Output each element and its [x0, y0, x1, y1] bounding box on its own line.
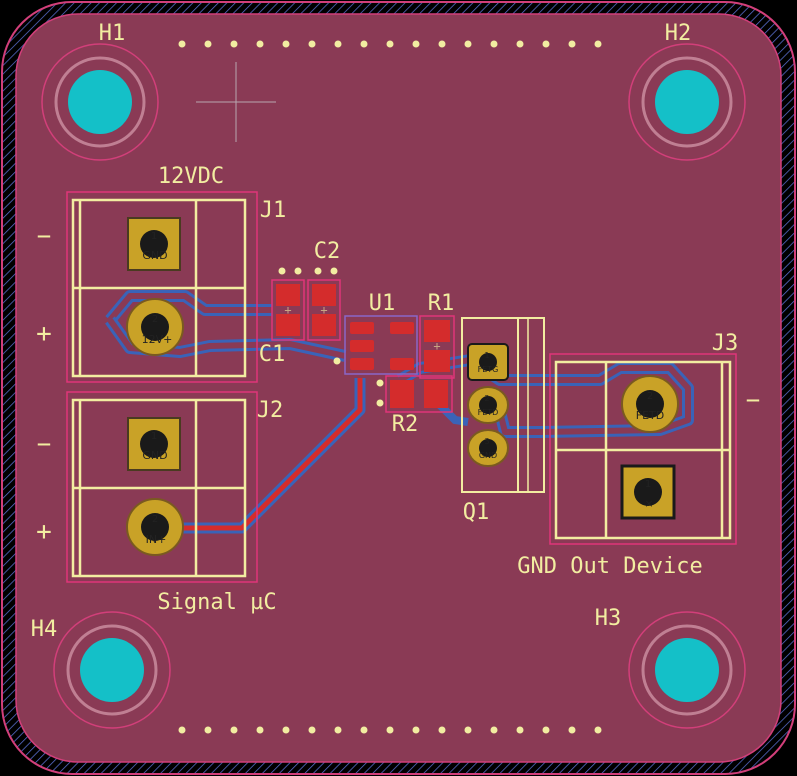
pin-q1-1[interactable]: 1 FETG: [467, 343, 509, 381]
ref-j2: J2: [257, 398, 284, 423]
net-label-q1-2: FETD: [478, 408, 499, 417]
ref-j3: J3: [712, 331, 739, 356]
pad-number-q1-2: 2: [484, 394, 489, 403]
pad-j3-2[interactable]: 2 FETD: [621, 375, 679, 433]
courtyard-j3: [549, 353, 737, 545]
drill-hole-h1: [68, 70, 132, 134]
ref-r1: R1: [428, 291, 455, 316]
drill-hole-h3: [655, 638, 719, 702]
pad-c2-1[interactable]: [276, 284, 300, 306]
drill-hole-h4: [80, 638, 144, 702]
net-label-q1-1: FETG: [478, 365, 499, 374]
via-row-bottom: [178, 726, 602, 734]
mark-plus-c2: +: [284, 303, 291, 317]
ic-u1[interactable]: U1: [333, 291, 418, 407]
capacitor-c2[interactable]: C2 +: [271, 239, 341, 341]
mark-plus-r1: +: [433, 339, 440, 353]
via-row-top: [178, 40, 602, 48]
net-label-j1-1: GND: [142, 249, 167, 262]
mounting-hole-h3[interactable]: H3: [595, 606, 746, 729]
net-label-j2-2: IN+: [146, 533, 167, 546]
capacitor-c1[interactable]: + C1: [259, 279, 341, 367]
pad-r2-2[interactable]: [424, 380, 448, 408]
pad-j1-2[interactable]: 2 12V+: [126, 298, 184, 356]
connector-j2[interactable]: J2 Signal µC − + 1 GND 2 IN+: [36, 391, 284, 615]
mark-plus-c1: +: [320, 303, 327, 317]
pad-j2-1[interactable]: 1 GND: [127, 417, 181, 471]
ref-h1: H1: [99, 21, 126, 46]
value-j3: GND Out Device: [517, 554, 702, 579]
resistor-r2[interactable]: R2: [385, 375, 453, 437]
signal-trace: [170, 378, 366, 534]
ref-r2: R2: [392, 412, 419, 437]
polarity-plus-j2: +: [36, 517, 52, 547]
value-j1: 12VDC: [158, 164, 224, 189]
pad-number-q1-1: 1: [484, 351, 489, 360]
net-label-j3-1: ×: [644, 497, 653, 510]
mounting-hole-h1[interactable]: H1: [41, 21, 159, 161]
net-label-j2-1: GND: [142, 449, 167, 462]
value-j2: Signal µC: [157, 590, 276, 615]
ref-h2: H2: [665, 21, 692, 46]
connector-j3[interactable]: J3 GND Out Device − 2 FETD 1 ×: [517, 331, 760, 579]
polarity-minus-j1: −: [37, 222, 51, 250]
pin-q1-2[interactable]: 2 FETD: [467, 386, 509, 424]
mounting-hole-h4[interactable]: H4: [31, 611, 171, 729]
pad-number-j2-2: 2: [152, 514, 158, 525]
ref-q1: Q1: [463, 500, 490, 525]
ref-h3: H3: [595, 606, 622, 631]
pad-number-j3-1: 1: [645, 479, 651, 490]
pad-c1-2[interactable]: [312, 314, 336, 336]
pad-r2-1[interactable]: [390, 380, 414, 408]
courtyard-j2: [66, 391, 258, 583]
origin-crosshair: [196, 62, 276, 142]
pad-number-j3-2: 2: [647, 391, 653, 402]
pin-q1-3[interactable]: 3 GND: [467, 429, 509, 467]
ref-j1: J1: [260, 198, 287, 223]
pad-c1-1[interactable]: [312, 284, 336, 306]
pad-c2-2[interactable]: [276, 314, 300, 336]
ref-c1: C1: [259, 342, 286, 367]
transistor-q1[interactable]: Q1 1 FETG 2 FETD 3 GND: [461, 317, 545, 525]
pad-number-j2-1: 1: [151, 431, 157, 442]
polarity-minus-j2: −: [37, 430, 51, 458]
pad-number-j1-1: 1: [151, 231, 157, 242]
polarity-minus-j3: −: [746, 386, 760, 414]
pad-r1-1[interactable]: [424, 320, 450, 342]
pad-number-q1-3: 3: [484, 437, 489, 446]
resistor-r1[interactable]: R1 +: [419, 291, 455, 379]
polarity-plus-j1: +: [36, 319, 52, 349]
ref-u1: U1: [369, 291, 396, 316]
pad-j2-2[interactable]: 2 IN+: [126, 498, 184, 556]
connector-j1[interactable]: J1 12VDC − + 1 GND 2 12V+: [36, 164, 287, 383]
net-label-j3-2: FETD: [636, 409, 664, 422]
courtyard-j1: [66, 191, 258, 383]
ref-h4: H4: [31, 617, 58, 642]
pad-j3-1[interactable]: 1 ×: [620, 464, 676, 520]
drill-hole-h2: [655, 70, 719, 134]
net-label-q1-3: GND: [479, 451, 497, 460]
pad-number-j1-2: 2: [152, 314, 158, 325]
pad-j1-1[interactable]: 1 GND: [127, 217, 181, 271]
net-label-j1-2: 12V+: [142, 333, 173, 346]
ref-c2: C2: [314, 239, 341, 264]
mounting-hole-h2[interactable]: H2: [628, 21, 746, 161]
pad-r1-2[interactable]: [424, 350, 450, 372]
